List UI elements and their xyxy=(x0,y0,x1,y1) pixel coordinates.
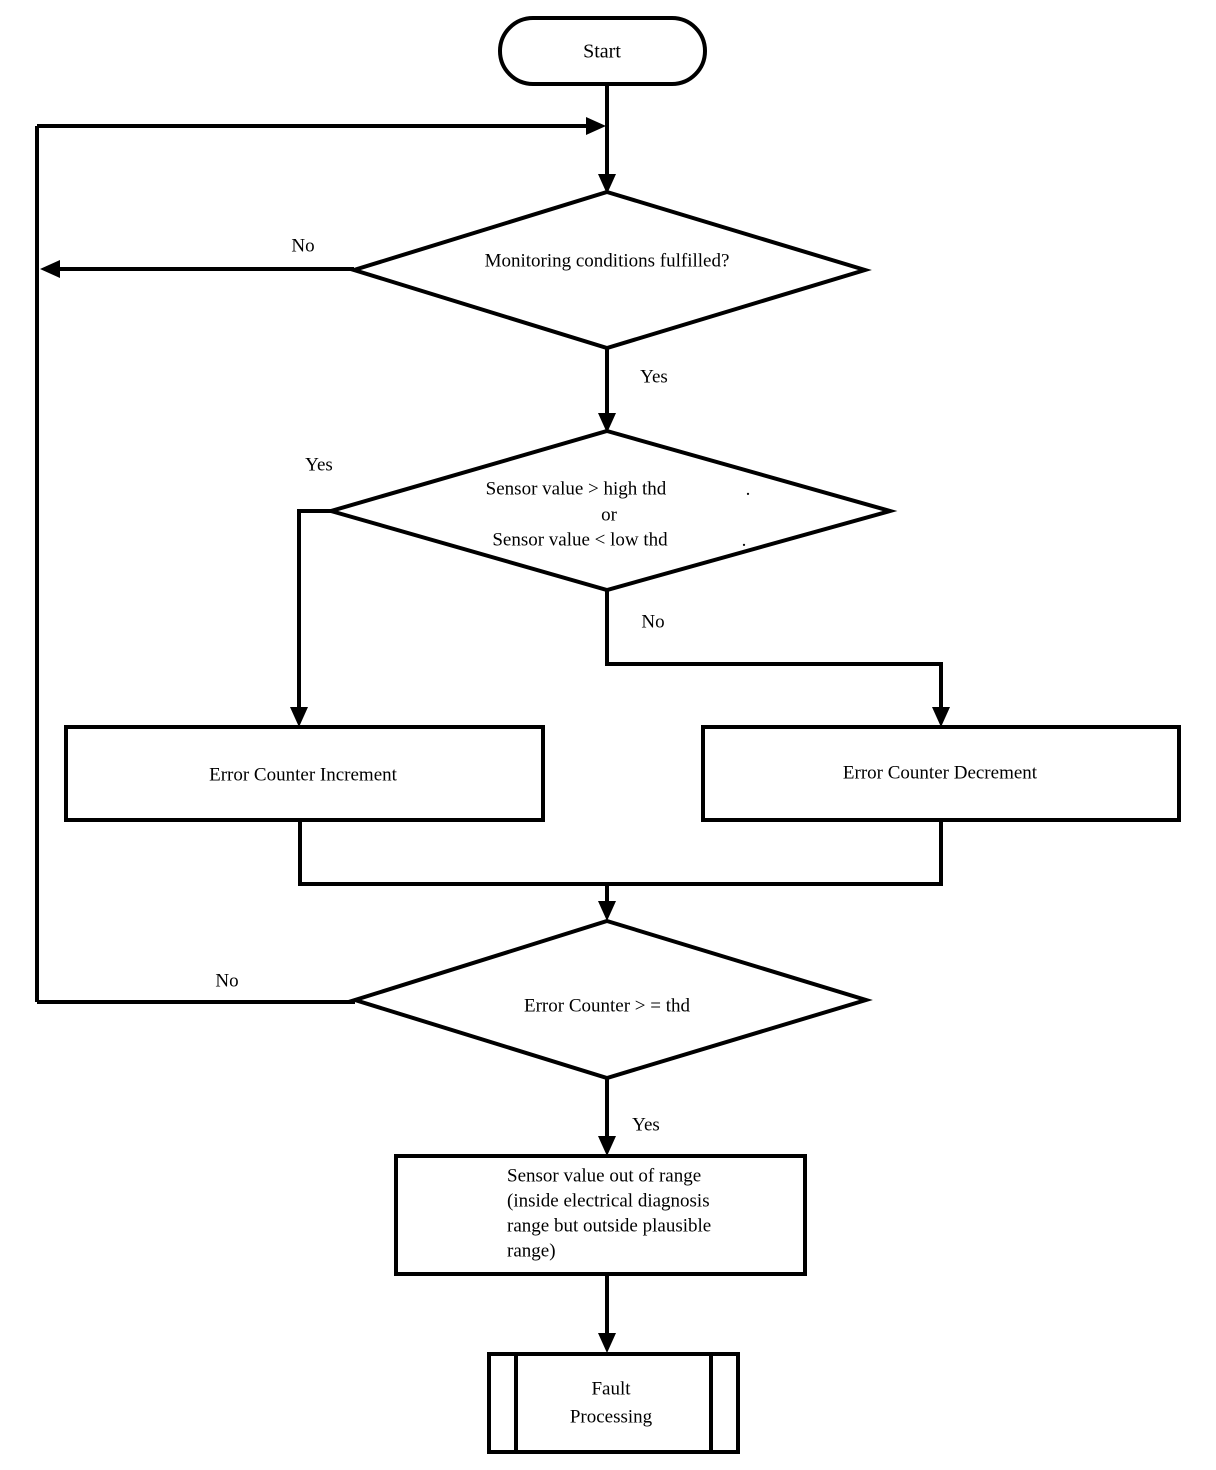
node-start[interactable]: Start xyxy=(498,16,707,86)
sensor-out-of-range-line4: range) xyxy=(507,1240,556,1261)
edge-threshold-yes xyxy=(290,509,331,727)
error-counter-decrement-shape xyxy=(701,725,1181,822)
arrowhead-icon xyxy=(598,174,616,194)
arrowhead-icon xyxy=(40,260,60,278)
arrowhead-icon xyxy=(290,707,308,727)
sensor-out-of-range-line1: Sensor value out of range xyxy=(507,1165,701,1186)
start-shape xyxy=(498,16,707,86)
arrowhead-icon xyxy=(598,901,616,921)
node-error-counter-threshold-decision[interactable]: Error Counter > = thd xyxy=(348,918,873,1081)
edge-monitoring-no xyxy=(40,260,354,278)
edge-feedback-return-top xyxy=(37,117,606,135)
arrowhead-icon xyxy=(598,1136,616,1156)
threshold-decision-line3: Sensor value < low thd xyxy=(492,529,668,550)
node-threshold-decision[interactable]: Sensor value > high thd or Sensor value … xyxy=(323,428,898,593)
edge-range-to-fault xyxy=(598,1274,616,1353)
edge-start-to-monitoring xyxy=(598,83,616,194)
arrowhead-icon xyxy=(586,117,606,135)
arrowhead-icon xyxy=(598,1333,616,1353)
edge-label-monitoring-yes: Yes xyxy=(640,366,668,387)
error-counter-decrement-label: Error Counter Decrement xyxy=(843,762,1038,783)
sensor-out-of-range-line3: range but outside plausible xyxy=(507,1215,711,1236)
sensor-out-of-range-line2: (inside electrical diagnosis xyxy=(507,1190,710,1211)
edge-merge-to-counter-decision xyxy=(298,820,943,921)
edge-monitoring-yes xyxy=(598,348,616,433)
edge-threshold-no xyxy=(605,590,950,727)
node-fault-processing[interactable]: Fault Processing xyxy=(487,1352,740,1454)
error-counter-threshold-label: Error Counter > = thd xyxy=(524,995,691,1016)
error-counter-threshold-shape xyxy=(348,918,873,1081)
edge-label-threshold-no: No xyxy=(641,611,664,632)
error-counter-increment-label: Error Counter Increment xyxy=(209,764,398,785)
threshold-decision-line1: Sensor value > high thd xyxy=(486,478,667,499)
sensor-out-of-range-shape xyxy=(394,1154,807,1276)
arrowhead-icon xyxy=(932,707,950,727)
fault-processing-line1: Fault xyxy=(591,1378,631,1399)
start-label: Start xyxy=(583,41,621,63)
edge-label-counter-yes: Yes xyxy=(632,1114,660,1135)
threshold-decision-mark2: . xyxy=(742,530,747,551)
node-error-counter-increment[interactable]: Error Counter Increment xyxy=(64,725,545,822)
edge-label-counter-no: No xyxy=(215,970,238,991)
node-sensor-out-of-range[interactable]: Sensor value out of range (inside electr… xyxy=(394,1154,807,1276)
threshold-decision-line2: or xyxy=(601,504,618,525)
edge-label-threshold-yes: Yes xyxy=(305,454,333,475)
threshold-decision-shape xyxy=(323,428,898,593)
edge-label-monitoring-no: No xyxy=(291,235,314,256)
monitoring-decision-shape xyxy=(347,189,872,351)
fault-processing-line2: Processing xyxy=(570,1406,653,1427)
arrowhead-icon xyxy=(598,413,616,433)
monitoring-decision-label: Monitoring conditions fulfilled? xyxy=(485,250,730,271)
node-monitoring-decision[interactable]: Monitoring conditions fulfilled? xyxy=(347,189,872,351)
fault-processing-shape xyxy=(487,1352,740,1454)
threshold-decision-mark1: . xyxy=(746,479,751,500)
edge-counter-yes xyxy=(598,1078,616,1156)
error-counter-increment-shape xyxy=(64,725,545,822)
node-error-counter-decrement[interactable]: Error Counter Decrement xyxy=(701,725,1181,822)
